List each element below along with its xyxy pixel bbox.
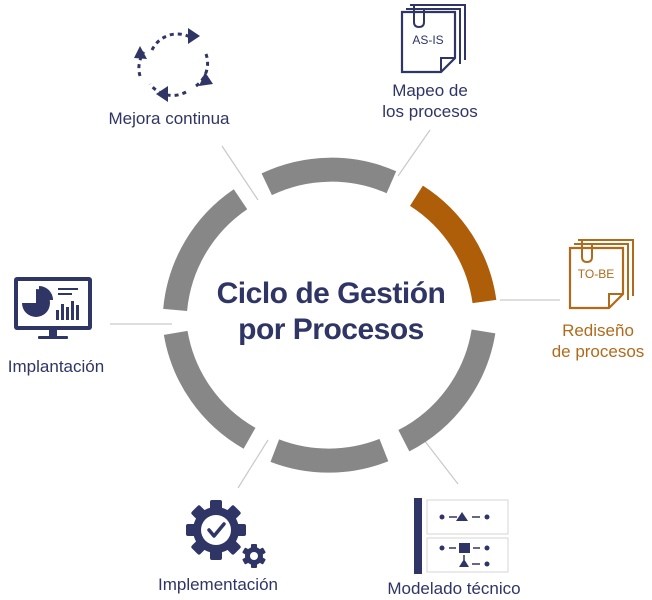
ring-segment-bottom bbox=[270, 438, 389, 473]
stage-label-modelado-line1: Modelado técnico bbox=[387, 579, 521, 598]
stage-label-modelado: Modelado técnico bbox=[376, 578, 532, 599]
document-icon: TO-BE bbox=[568, 239, 634, 310]
stage-label-implantacion: Implantación bbox=[0, 356, 112, 377]
stage-label-mejora: Mejora continua bbox=[96, 108, 242, 129]
title-line-1: Ciclo de Gestión bbox=[216, 277, 446, 310]
ring-segment-top bbox=[261, 157, 397, 196]
connector-implementacion bbox=[237, 439, 269, 489]
doc-label-as-is: AS-IS bbox=[412, 33, 443, 47]
stage-label-implementacion-line1: Implementación bbox=[157, 575, 278, 594]
stage-label-rediseno-line2: de procesos bbox=[551, 342, 645, 361]
stage-label-implantacion-line1: Implantación bbox=[7, 357, 105, 376]
document-icon: AS-IS bbox=[400, 4, 466, 74]
connector-mejora bbox=[221, 145, 259, 201]
diagram-title: Ciclo de Gestión por Procesos bbox=[186, 276, 476, 348]
stage-label-rediseno-line1: Rediseño bbox=[562, 321, 634, 340]
ring-segment-right bbox=[398, 329, 496, 452]
doc-label-to-be: TO-BE bbox=[578, 267, 614, 281]
connector-modelado bbox=[423, 439, 459, 485]
stage-label-mejora-line1: Mejora continua bbox=[108, 109, 230, 128]
cycle-arrows-icon bbox=[134, 28, 213, 102]
ring-segment-left bbox=[163, 330, 256, 449]
stage-label-mapeo: Mapeo de los procesos bbox=[370, 80, 490, 122]
ring-segment-rediseno bbox=[409, 185, 497, 304]
stage-label-implementacion: Implementación bbox=[144, 574, 292, 595]
flowchart-icon bbox=[414, 498, 509, 574]
connector-mapeo bbox=[397, 129, 431, 177]
monitor-chart-icon bbox=[14, 277, 92, 339]
stage-label-mapeo-line2: los procesos bbox=[382, 102, 478, 121]
title-line-2: por Procesos bbox=[238, 313, 424, 346]
gear-check-icon bbox=[186, 500, 266, 568]
stage-label-rediseno: Rediseño de procesos bbox=[544, 320, 652, 362]
stage-label-mapeo-line1: Mapeo de bbox=[392, 81, 468, 100]
ring-segment-upper-left bbox=[163, 189, 248, 312]
